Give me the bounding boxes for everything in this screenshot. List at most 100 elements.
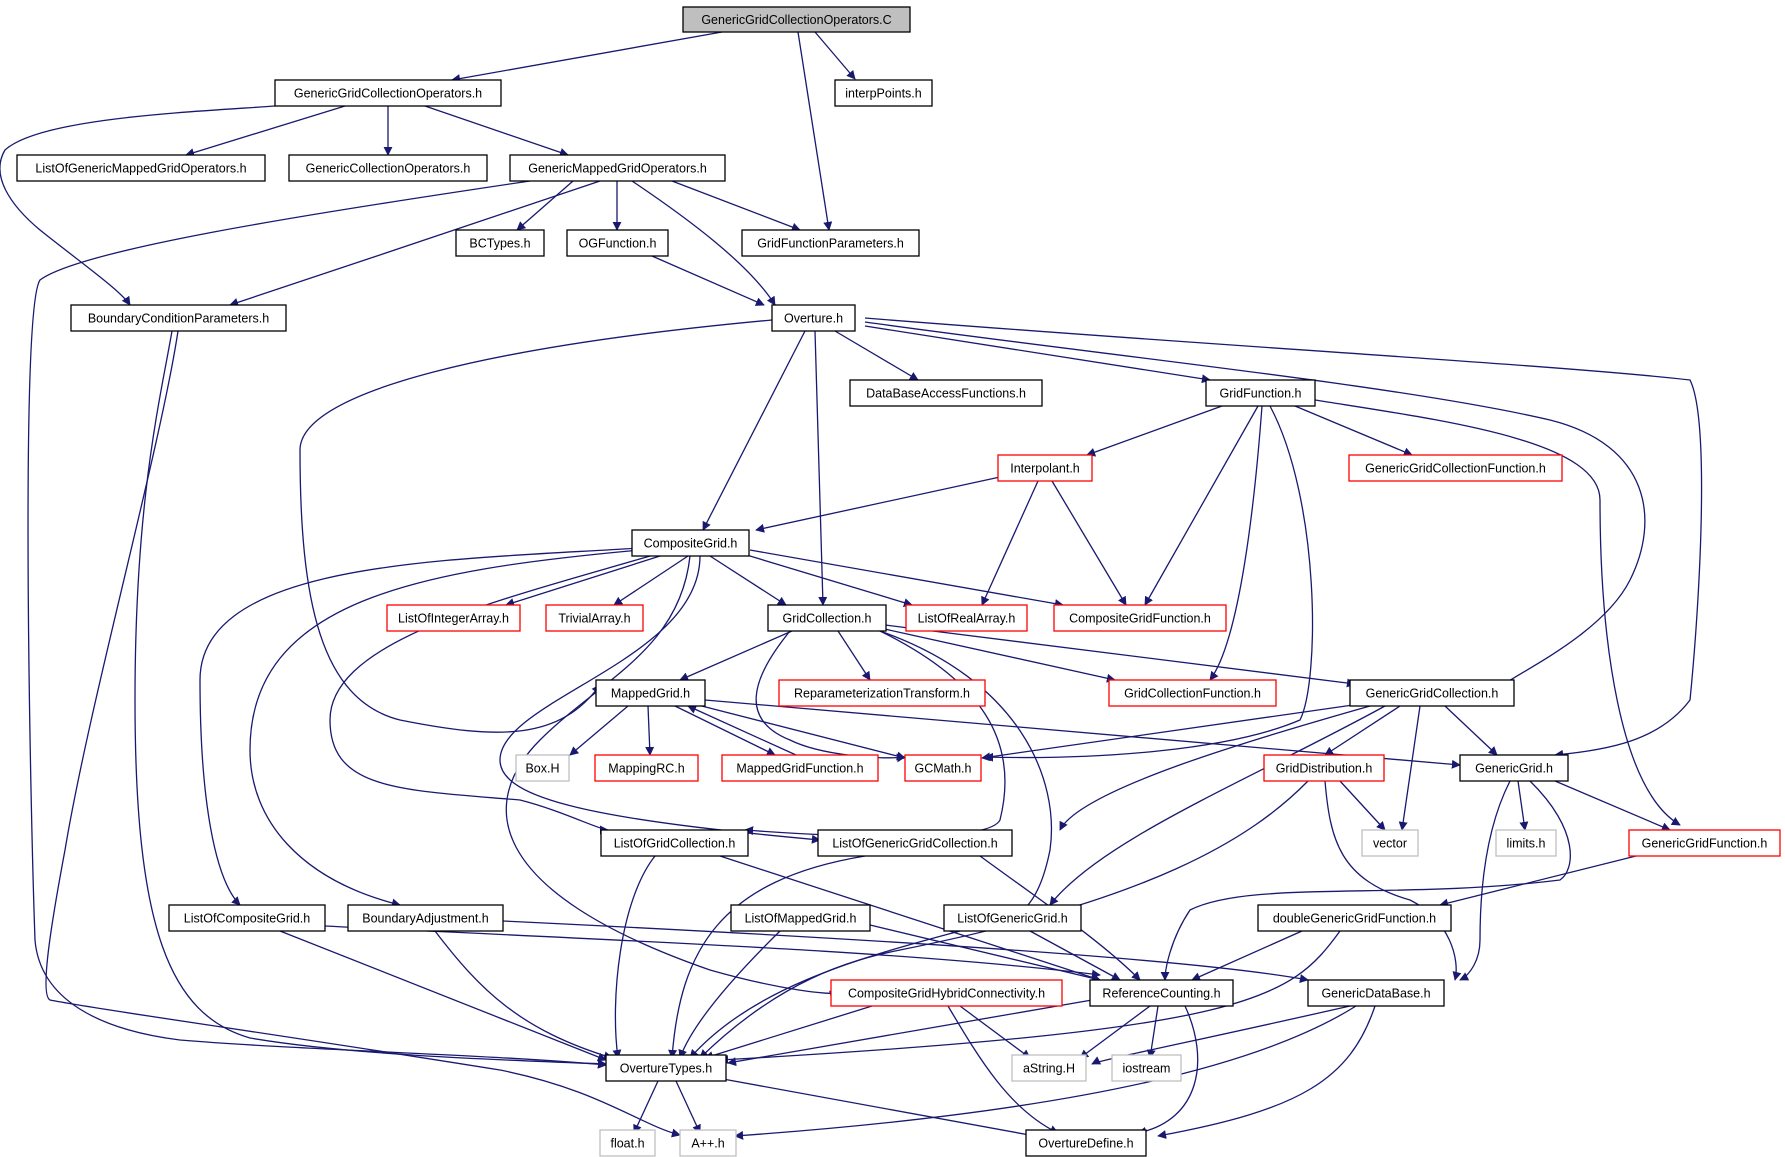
node-box — [767, 604, 887, 632]
edge — [1029, 930, 1121, 981]
node-box — [288, 154, 488, 182]
node-header[interactable]: CompositeGridFunction.h — [1053, 604, 1227, 632]
edge — [674, 705, 776, 756]
node-box — [679, 1129, 737, 1157]
node-label: aString.H — [1023, 1062, 1075, 1076]
node-header[interactable]: BCTypes.h — [455, 229, 545, 257]
node-box — [545, 604, 644, 632]
node-header[interactable]: DataBaseAccessFunctions.h — [849, 379, 1043, 407]
node-header[interactable]: GenericDataBase.h — [1307, 979, 1445, 1007]
edge — [864, 325, 1211, 384]
node-label: GenericCollectionOperators.h — [306, 162, 471, 176]
node-header[interactable]: iostream — [1111, 1054, 1182, 1082]
edge — [689, 702, 906, 761]
node-box — [1025, 1129, 1147, 1157]
edge — [505, 555, 839, 1000]
node-box — [1263, 754, 1385, 782]
edge — [1137, 1005, 1199, 1136]
node-header[interactable]: BoundaryConditionParameters.h — [70, 304, 287, 332]
node-header[interactable]: float.h — [599, 1129, 656, 1157]
node-header[interactable]: TrivialArray.h — [545, 604, 644, 632]
edge — [279, 930, 607, 1062]
node-root-file[interactable]: GenericGridCollectionOperators.C — [682, 6, 911, 33]
node-header[interactable]: limits.h — [1495, 829, 1557, 857]
node-box — [1349, 679, 1515, 707]
node-header[interactable]: doubleGenericGridFunction.h — [1257, 904, 1452, 932]
node-header[interactable]: Overture.h — [771, 304, 856, 332]
edge — [1444, 705, 1498, 756]
node-header[interactable]: GenericGridCollectionOperators.h — [274, 79, 502, 107]
node-header[interactable]: MappedGridFunction.h — [721, 754, 879, 782]
node-header[interactable]: CompositeGrid.h — [631, 529, 750, 557]
node-label: GridDistribution.h — [1276, 762, 1373, 776]
node-label: TrivialArray.h — [558, 612, 630, 626]
node-header[interactable]: CompositeGridHybridConnectivity.h — [830, 979, 1063, 1007]
node-header[interactable]: ReparameterizationTransform.h — [778, 679, 986, 707]
node-header[interactable]: GenericGridCollection.h — [1349, 679, 1515, 707]
node-header[interactable]: GridCollection.h — [767, 604, 887, 632]
node-header[interactable]: ListOfGridCollection.h — [600, 829, 749, 857]
node-header[interactable]: OGFunction.h — [566, 229, 669, 257]
node-label: GenericDataBase.h — [1321, 987, 1430, 1001]
node-header[interactable]: vector — [1361, 829, 1419, 857]
node-header[interactable]: aString.H — [1011, 1054, 1087, 1082]
node-header[interactable]: ListOfIntegerArray.h — [386, 604, 521, 632]
node-box — [817, 829, 1013, 857]
node-label: float.h — [610, 1137, 644, 1151]
node-header[interactable]: GenericMappedGridOperators.h — [509, 154, 726, 182]
node-label: ListOfGridCollection.h — [614, 837, 736, 851]
edge — [702, 330, 806, 531]
node-label: doubleGenericGridFunction.h — [1273, 912, 1436, 926]
node-label: GenericGridCollection.h — [1366, 687, 1499, 701]
node-box — [509, 154, 726, 182]
node-header[interactable]: Box.H — [515, 754, 570, 782]
node-label: GenericGrid.h — [1475, 762, 1553, 776]
node-header[interactable]: ListOfGenericMappedGridOperators.h — [16, 154, 266, 182]
node-header[interactable]: ListOfGenericGridCollection.h — [817, 829, 1013, 857]
node-header[interactable]: GridFunctionParameters.h — [741, 229, 920, 257]
node-header[interactable]: GridFunction.h — [1205, 379, 1316, 407]
node-header[interactable]: interpPoints.h — [834, 79, 933, 107]
node-box — [1307, 979, 1445, 1007]
edge — [678, 930, 781, 1059]
edge — [869, 924, 1101, 983]
edge — [505, 555, 661, 607]
node-header[interactable]: ReferenceCounting.h — [1089, 979, 1234, 1007]
node-header[interactable]: GenericGrid.h — [1459, 754, 1569, 782]
node-label: OvertureDefine.h — [1038, 1137, 1133, 1151]
node-header[interactable]: BoundaryAdjustment.h — [347, 904, 504, 932]
node-label: GenericGridCollectionOperators.h — [294, 87, 482, 101]
node-box — [1257, 904, 1452, 932]
node-header[interactable]: MappedGrid.h — [595, 679, 706, 707]
edge — [744, 630, 1006, 838]
edge — [45, 330, 681, 1138]
node-header[interactable]: ListOfMappedGrid.h — [730, 904, 871, 932]
edge — [959, 1005, 1031, 1059]
node-box — [1628, 829, 1781, 857]
node-box — [1361, 829, 1419, 857]
node-header[interactable]: A++.h — [679, 1129, 737, 1157]
node-label: GenericGridCollectionOperators.C — [701, 13, 891, 27]
node-header[interactable]: GenericCollectionOperators.h — [288, 154, 488, 182]
node-header[interactable]: GridDistribution.h — [1263, 754, 1385, 782]
node-header[interactable]: OvertureDefine.h — [1025, 1129, 1147, 1157]
node-box — [849, 379, 1043, 407]
edge — [134, 330, 607, 1069]
node-header[interactable]: ListOfGenericGrid.h — [943, 904, 1082, 932]
node-header[interactable]: ListOfCompositeGrid.h — [168, 904, 326, 932]
edge — [516, 180, 574, 231]
node-header[interactable]: MappingRC.h — [594, 754, 699, 782]
node-header[interactable]: GridCollectionFunction.h — [1108, 679, 1277, 707]
node-label: MappedGrid.h — [611, 687, 690, 701]
node-header[interactable]: GenericGridFunction.h — [1628, 829, 1781, 857]
edge — [424, 105, 569, 157]
node-box — [595, 679, 706, 707]
node-header[interactable]: OvertureTypes.h — [605, 1054, 727, 1082]
edge — [1294, 405, 1413, 457]
node-box — [721, 754, 879, 782]
node-header[interactable]: GenericGridCollectionFunction.h — [1348, 454, 1563, 482]
edge — [249, 549, 641, 908]
node-header[interactable]: Interpolant.h — [997, 454, 1093, 482]
node-header[interactable]: ListOfRealArray.h — [905, 604, 1028, 632]
node-header[interactable]: GCMath.h — [904, 754, 982, 782]
